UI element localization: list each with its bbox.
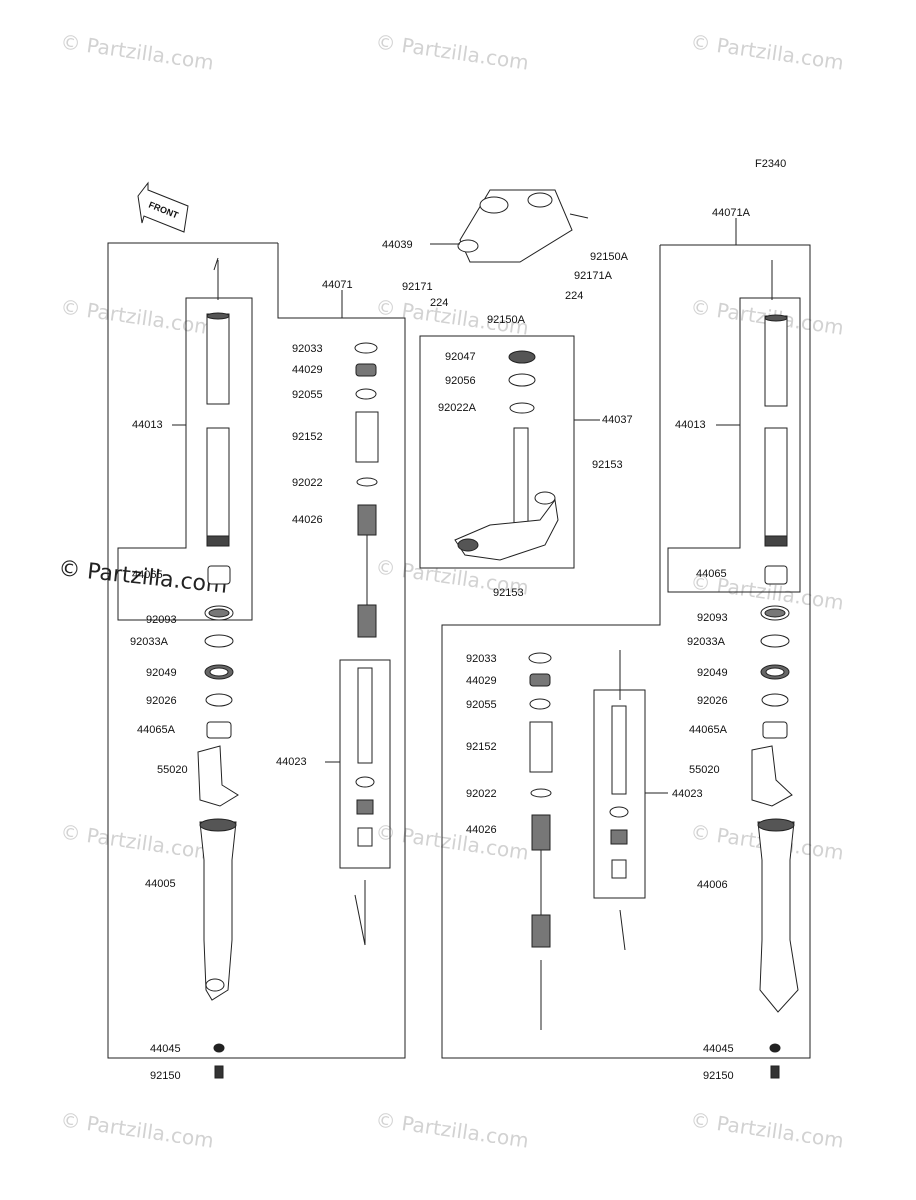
part-label: 44013	[675, 419, 706, 431]
part-label: 44045	[703, 1043, 734, 1055]
part-label: 44023	[276, 756, 307, 768]
part-label: 92026	[146, 695, 177, 707]
steering-stem-outline	[419, 335, 575, 569]
part-label: 92022	[292, 477, 323, 489]
part-label: 92152	[292, 431, 323, 443]
part-label: 92093	[697, 612, 728, 624]
part-label: 92033A	[130, 636, 168, 648]
part-label: 92171A	[574, 270, 612, 282]
diagram-code: F2340	[755, 158, 787, 170]
part-label: 92055	[292, 389, 323, 401]
part-label: 92022A	[438, 402, 476, 414]
part-label: 92153	[493, 587, 524, 599]
part-label: 44071A	[712, 207, 750, 219]
part-label: 92150	[703, 1070, 734, 1082]
part-label: 92022	[466, 788, 497, 800]
part-label: 92033	[466, 653, 497, 665]
part-label: 92150	[150, 1070, 181, 1082]
part-label: 92150A	[590, 251, 628, 263]
part-label: 224	[430, 297, 449, 309]
part-label: 44045	[150, 1043, 181, 1055]
part-label: 92055	[466, 699, 497, 711]
part-label: 92033A	[687, 636, 725, 648]
part-label: 92049	[146, 667, 177, 679]
part-label: 92033	[292, 343, 323, 355]
part-label: 55020	[157, 764, 188, 776]
part-label: 55020	[689, 764, 720, 776]
assembly-outline-left	[107, 242, 406, 1059]
part-label: 44013	[132, 419, 163, 431]
part-label: 92047	[445, 351, 476, 363]
part-label: 44005	[145, 878, 176, 890]
part-label: 44039	[382, 239, 413, 251]
part-label: 92093	[146, 614, 177, 626]
part-label: 44006	[697, 879, 728, 891]
part-label: 44071	[322, 279, 353, 291]
part-label: 92049	[697, 667, 728, 679]
part-label: 92056	[445, 375, 476, 387]
part-label: 44037	[602, 414, 633, 426]
part-label: 44023	[672, 788, 703, 800]
part-label: 44065A	[689, 724, 727, 736]
part-label: 44026	[292, 514, 323, 526]
part-label: 92171	[402, 281, 433, 293]
part-label: 44029	[466, 675, 497, 687]
part-label: 224	[565, 290, 584, 302]
part-label: 44065A	[137, 724, 175, 736]
part-label: 92026	[697, 695, 728, 707]
part-label: 44065	[696, 568, 727, 580]
part-label: 92153	[592, 459, 623, 471]
part-label: 44029	[292, 364, 323, 376]
part-label: 92150A	[487, 314, 525, 326]
part-label: 44065	[132, 569, 163, 581]
part-label: 92152	[466, 741, 497, 753]
part-label: 44026	[466, 824, 497, 836]
assembly-outline-right	[441, 244, 811, 1059]
